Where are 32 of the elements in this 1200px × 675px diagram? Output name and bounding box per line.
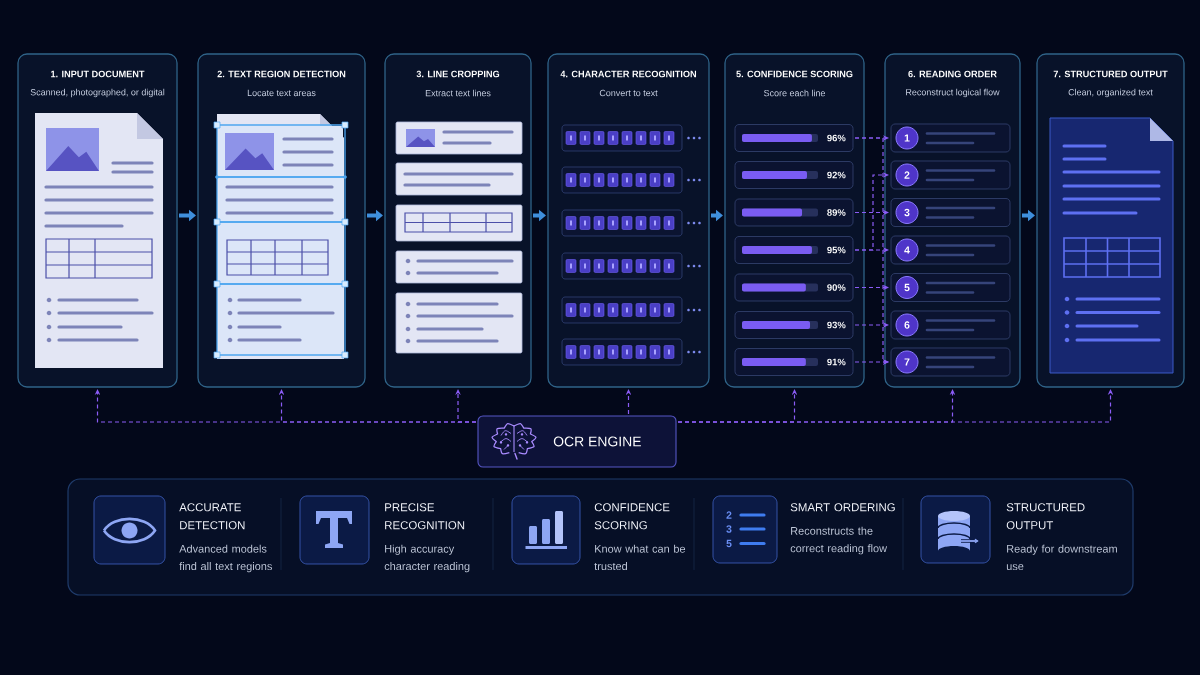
- score-row: 92%: [734, 161, 854, 189]
- feature-text: High accuracy character reading: [384, 544, 470, 573]
- feature-text: Advanced models find all text regions: [179, 544, 272, 573]
- score-row: 96%: [734, 124, 854, 152]
- score-row: 95%: [734, 236, 854, 264]
- ordered-line-row: 2: [890, 160, 1011, 190]
- engine-box: OCR ENGINE: [477, 415, 677, 468]
- ordered-line-row: 5: [890, 273, 1011, 302]
- feature-title: CONFIDENCE SCORING: [594, 503, 670, 530]
- score-row: 90%: [734, 273, 854, 302]
- feature-title: SMART ORDERING: [790, 503, 895, 512]
- feature-text: Reconstructs the correct reading flow: [790, 526, 888, 555]
- feature-text: Ready for downstream use: [1006, 544, 1117, 571]
- feature-title: ACCURATE DETECTION: [179, 503, 245, 530]
- list-number: 5: [726, 539, 732, 548]
- ordered-line-row: 1: [890, 123, 1011, 153]
- score-row: 93%: [734, 311, 854, 339]
- dashed-arrow: [854, 247, 889, 253]
- feature-title: PRECISE RECOGNITION: [385, 503, 465, 530]
- dashed-arrow: [854, 322, 889, 328]
- ordered-line-row: 3: [890, 198, 1011, 227]
- score-row: 89%: [734, 198, 854, 227]
- dashed-arrow: [455, 389, 477, 423]
- list-number: 3: [726, 525, 732, 533]
- ordered-line-row: 6: [890, 310, 1011, 340]
- list-number: 2: [726, 511, 732, 519]
- feature-title: STRUCTURED OUTPUT: [1006, 503, 1085, 530]
- dashed-arrow: [854, 359, 889, 365]
- feature-text: Know what can be trusted: [594, 544, 686, 571]
- score-row: 91%: [734, 348, 854, 376]
- ordered-line-row: 7: [890, 347, 1011, 377]
- ordered-line-row: 4: [890, 235, 1011, 265]
